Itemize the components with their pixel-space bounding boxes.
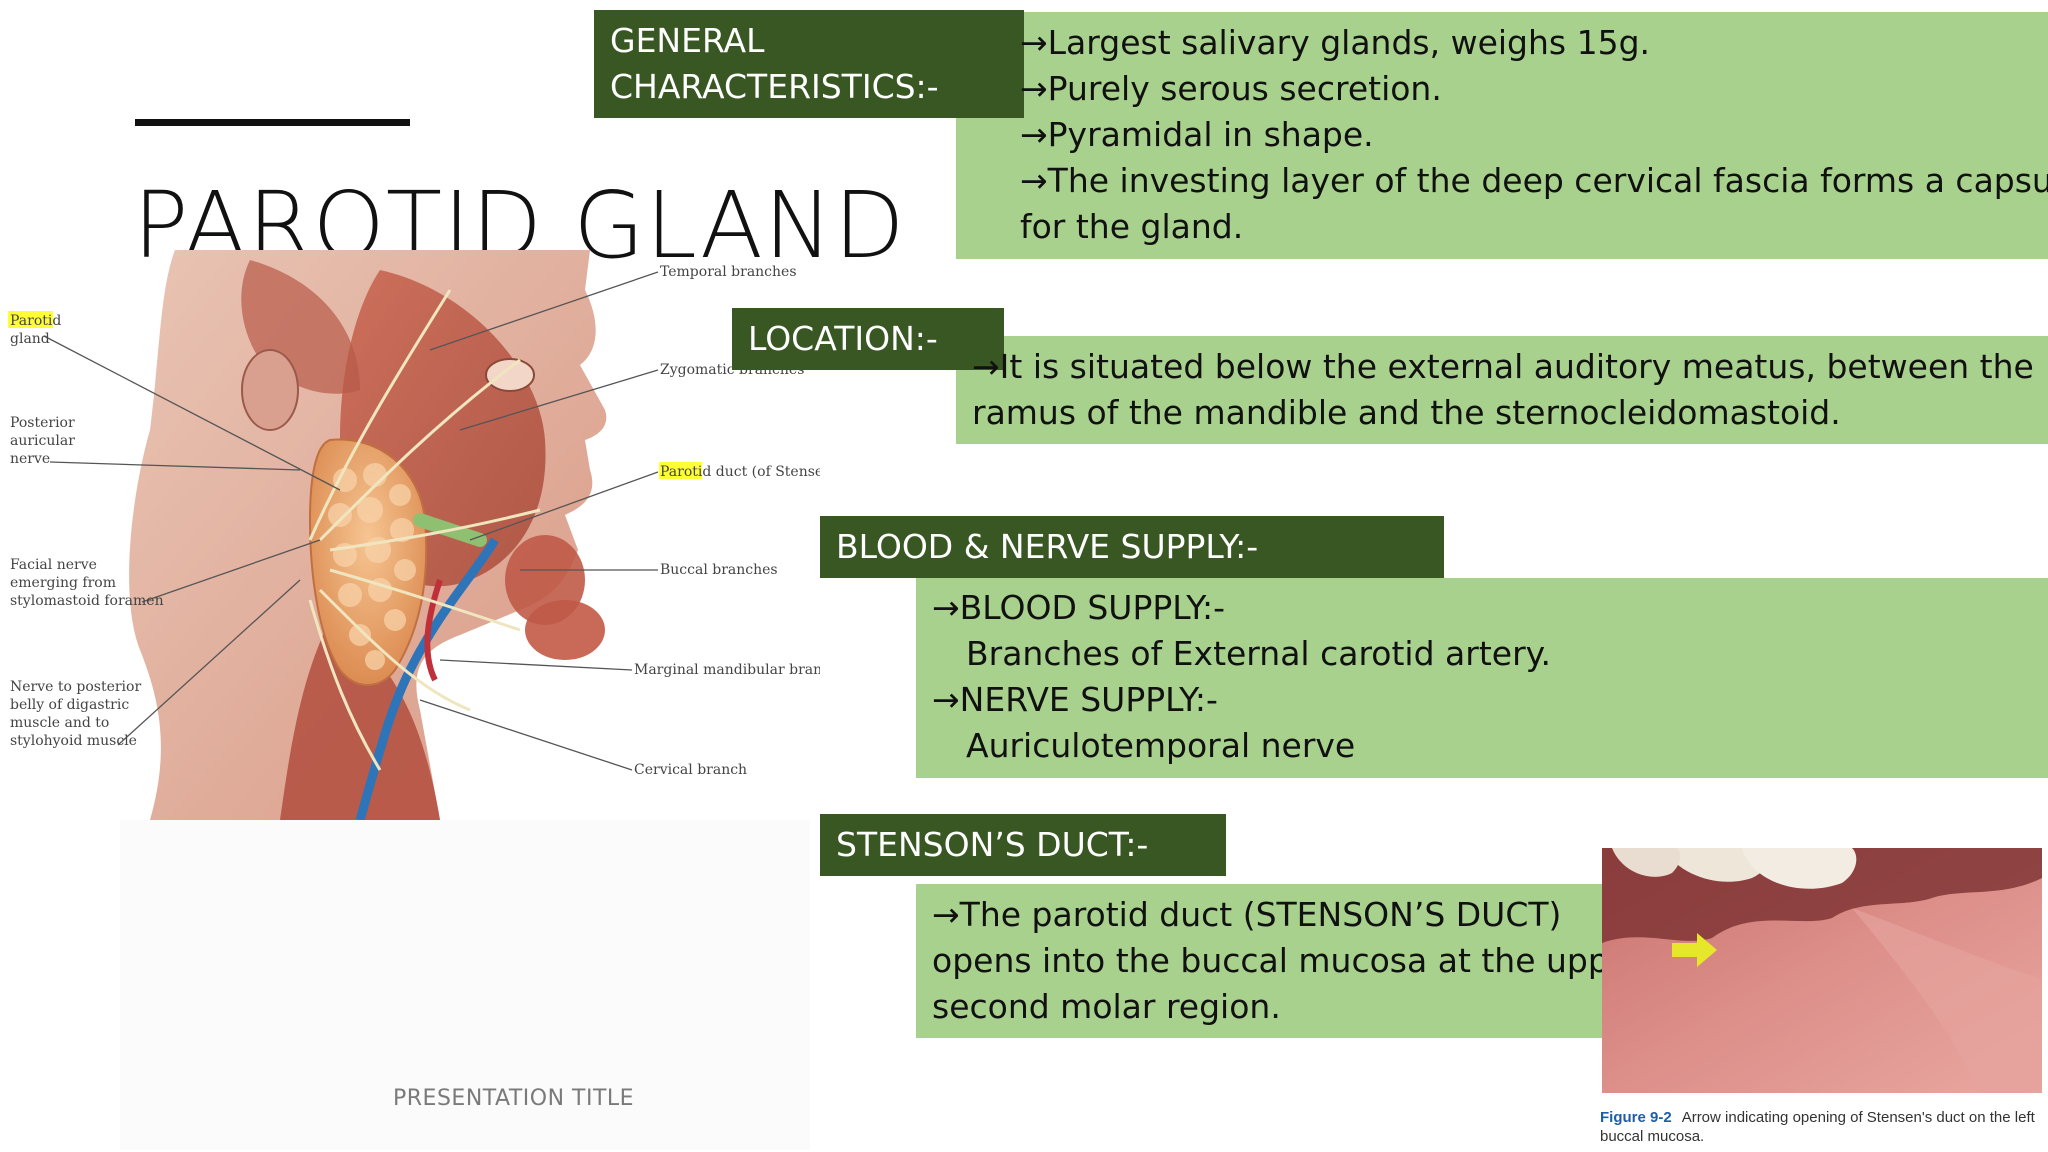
general-point-3: →Pyramidal in shape. bbox=[1020, 112, 2048, 158]
general-heading-line2: CHARACTERISTICS:- bbox=[610, 67, 939, 106]
general-point-2: →Purely serous secretion. bbox=[1020, 66, 2048, 112]
label-facial-nerve-2: emerging from bbox=[10, 575, 116, 591]
figure-number: Figure 9-2 bbox=[1600, 1109, 1672, 1126]
nerve-supply-value: Auriculotemporal nerve bbox=[966, 726, 1356, 765]
footer-presentation-title: PRESENTATION TITLE bbox=[393, 1086, 635, 1111]
duct-line-2: opens into the buccal mucosa at the uppe… bbox=[932, 941, 1643, 980]
gland-lobules bbox=[328, 463, 416, 670]
label-digastric-3: muscle and to bbox=[10, 715, 109, 731]
duct-line-3: second molar region. bbox=[932, 987, 1281, 1026]
illustration-background bbox=[120, 820, 810, 1150]
arrow-right-icon: → bbox=[1020, 115, 1048, 154]
general-characteristics-box bbox=[956, 12, 2048, 259]
general-characteristics-text: →Largest salivary glands, weighs 15g. →P… bbox=[1020, 20, 2048, 250]
duct-line-1: →The parotid duct (STENSON’S DUCT) bbox=[932, 892, 1643, 938]
arrow-right-icon: → bbox=[1020, 69, 1048, 108]
neck-muscle bbox=[280, 620, 440, 820]
location-text: →It is situated below the external audit… bbox=[972, 344, 2034, 436]
arrow-right-icon: → bbox=[1020, 161, 1048, 200]
location-line-2: ramus of the mandible and the sternoclei… bbox=[972, 393, 1841, 432]
lip-muscle bbox=[505, 535, 585, 625]
label-marginal-mandibular: Marginal mandibular branch bbox=[634, 662, 820, 678]
label-posterior-auricular-2: auricular bbox=[10, 433, 75, 449]
blood-nerve-supply-heading: BLOOD & NERVE SUPPLY:- bbox=[820, 516, 1444, 578]
ear bbox=[241, 349, 299, 431]
label-digastric-4: stylohyoid muscle bbox=[10, 733, 137, 749]
label-posterior-auricular: Posterior bbox=[10, 415, 75, 431]
highlight-parotid-duct bbox=[659, 462, 702, 479]
caption-text: Arrow indicating opening of Stensen's du… bbox=[1600, 1109, 2035, 1145]
stensons-duct-heading: STENSON’S DUCT:- bbox=[820, 814, 1226, 876]
label-posterior-auricular-3: nerve bbox=[10, 451, 50, 467]
blood-nerve-supply-box bbox=[916, 578, 2048, 778]
blood-supply-label: →BLOOD SUPPLY:- bbox=[932, 585, 1551, 631]
nerve-supply-label: →NERVE SUPPLY:- bbox=[932, 677, 1551, 723]
title-accent-line bbox=[135, 119, 410, 126]
label-digastric-2: belly of digastric bbox=[10, 697, 129, 713]
location-box bbox=[956, 336, 2048, 444]
facial-nerve-branches bbox=[308, 289, 541, 771]
label-leader-lines bbox=[43, 271, 659, 771]
label-parotid-gland: Parotid bbox=[10, 313, 61, 329]
highlight-parotid-gland bbox=[8, 311, 53, 328]
general-point-1: →Largest salivary glands, weighs 15g. bbox=[1020, 20, 2048, 66]
label-buccal-branches: Buccal branches bbox=[660, 562, 778, 578]
blood-nerve-supply-text: →BLOOD SUPPLY:- Branches of External car… bbox=[932, 585, 1551, 769]
arrow-right-icon: → bbox=[932, 895, 960, 934]
arrow-right-icon: → bbox=[1020, 23, 1048, 62]
label-digastric: Nerve to posterior bbox=[10, 679, 141, 695]
buccal-mucosa-photo bbox=[1602, 848, 2042, 1093]
facial-artery bbox=[424, 579, 443, 682]
general-point-4: →The investing layer of the deep cervica… bbox=[1020, 158, 2048, 204]
location-heading: LOCATION:- bbox=[732, 308, 1004, 370]
arrow-right-icon: → bbox=[932, 588, 960, 627]
label-temporal-branches: Temporal branches bbox=[660, 264, 797, 280]
general-point-4-continuation: for the gland. bbox=[1020, 207, 1244, 246]
eye bbox=[485, 358, 535, 392]
label-parotid-gland-2: gland bbox=[10, 331, 50, 347]
stensons-duct-text: →The parotid duct (STENSON’S DUCT) opens… bbox=[932, 892, 1643, 1030]
stensons-duct-box bbox=[916, 884, 1606, 1038]
label-facial-nerve-3: stylomastoid foramen bbox=[10, 593, 164, 609]
general-characteristics-heading: GENERAL CHARACTERISTICS:- bbox=[594, 10, 1024, 118]
arrow-right-icon: → bbox=[972, 347, 1000, 386]
label-cervical-branch: Cervical branch bbox=[634, 762, 747, 778]
label-facial-nerve: Facial nerve bbox=[10, 557, 97, 573]
general-heading-line1: GENERAL bbox=[610, 21, 765, 60]
arrow-right-icon: → bbox=[932, 680, 960, 719]
blood-supply-value: Branches of External carotid artery. bbox=[966, 634, 1551, 673]
location-line-1: →It is situated below the external audit… bbox=[972, 344, 2034, 390]
parotid-anatomy-illustration: Parotid gland Posterior auricular nerve … bbox=[8, 250, 820, 820]
label-parotid-duct: Parotid duct (of Stensen) bbox=[660, 464, 820, 480]
yellow-arrow-icon bbox=[1672, 933, 1717, 967]
